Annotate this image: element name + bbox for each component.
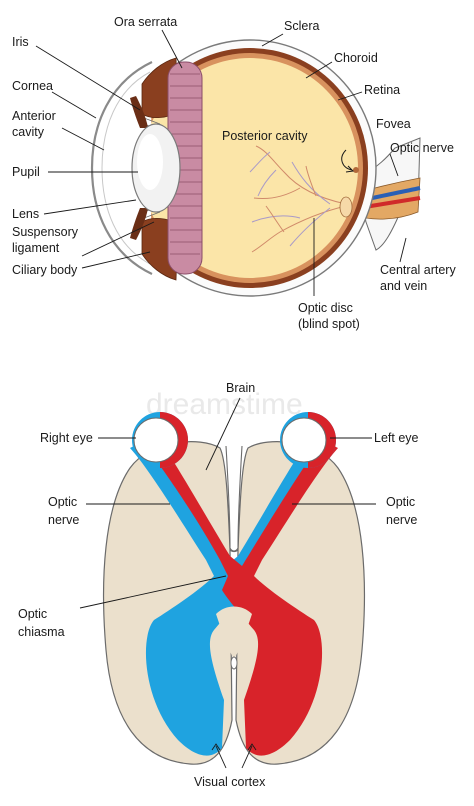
label-anterior-cavity-line1: Anterior: [12, 109, 56, 123]
iris-bottom: [130, 208, 148, 240]
cornea: [90, 61, 153, 275]
label-optic-disc-line2: (blind spot): [298, 317, 360, 331]
label-anterior-cavity-line2: cavity: [12, 125, 45, 139]
label-optic-nerve-left-line1: Optic: [48, 495, 77, 509]
right-eye: [132, 412, 188, 468]
label-brain: Brain: [226, 381, 255, 395]
label-sclera: Sclera: [284, 19, 319, 33]
upper-fissure: [225, 445, 243, 552]
label-lens: Lens: [12, 207, 39, 221]
fovea: [353, 167, 359, 173]
retinal-vessels: [249, 145, 347, 253]
label-visual-cortex: Visual cortex: [194, 775, 266, 789]
midline-notch: [230, 656, 238, 670]
pathway-leader-lines: [79, 397, 376, 769]
label-right-eye: Right eye: [40, 431, 93, 445]
left-eye: [280, 412, 336, 468]
label-optic-nerve-right-line2: nerve: [386, 513, 417, 527]
label-suspensory-line2: ligament: [12, 241, 60, 255]
label-optic-nerve-left-line2: nerve: [48, 513, 79, 527]
label-central-artery-line2: and vein: [380, 279, 427, 293]
label-retina: Retina: [364, 83, 400, 97]
pathway-labels: Brain Right eye Left eye Optic nerve Opt…: [18, 381, 419, 789]
label-iris: Iris: [12, 35, 29, 49]
label-central-artery-line1: Central artery: [380, 263, 456, 277]
fovea-arrow: [341, 149, 353, 171]
label-optic-disc-line1: Optic disc: [298, 301, 353, 315]
label-ciliary-body: Ciliary body: [12, 263, 78, 277]
label-optic-chiasma-line2: chiasma: [18, 625, 65, 639]
label-fovea: Fovea: [376, 117, 411, 131]
label-pupil: Pupil: [12, 165, 40, 179]
label-left-eye: Left eye: [374, 431, 419, 445]
eye-labels: Iris Ora serrata Sclera Choroid Retina C…: [12, 15, 456, 331]
optic-disc: [339, 196, 353, 218]
label-suspensory-line1: Suspensory: [12, 225, 79, 239]
label-ora-serrata: Ora serrata: [114, 15, 177, 29]
label-optic-chiasma-line1: Optic: [18, 607, 47, 621]
iris: [130, 96, 148, 128]
eye-cross-section: [90, 39, 421, 297]
chiasma-region: [216, 606, 252, 660]
eye-leader-lines: [35, 29, 407, 296]
cornea-inner: [101, 71, 151, 265]
red-optic-tract: [150, 440, 338, 756]
label-optic-nerve: Optic nerve: [390, 141, 454, 155]
label-posterior-cavity: Posterior cavity: [222, 129, 308, 143]
label-cornea: Cornea: [12, 79, 53, 93]
label-optic-nerve-right-line1: Optic: [386, 495, 415, 509]
lens-highlight: [137, 134, 163, 190]
visual-pathway-diagram: dreamstime: [102, 388, 366, 765]
label-choroid: Choroid: [334, 51, 378, 65]
